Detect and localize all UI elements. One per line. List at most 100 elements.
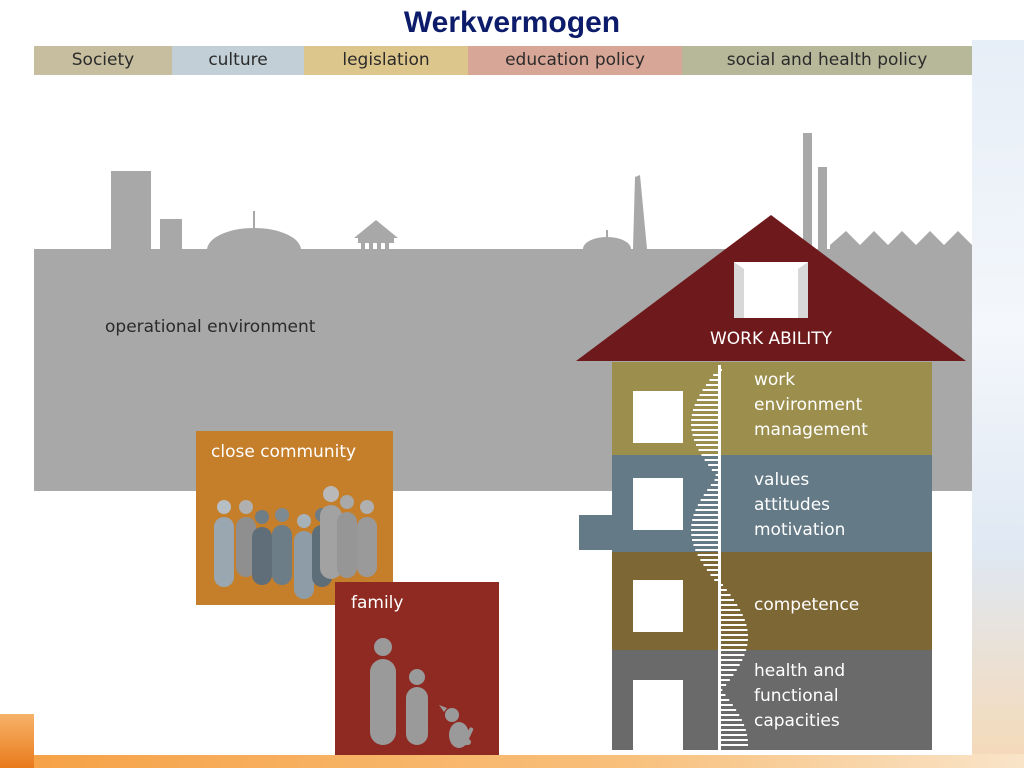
spiral-rung <box>711 469 719 471</box>
spiral-rung <box>691 419 719 421</box>
spiral-rung <box>720 669 737 671</box>
spiral-rung <box>720 719 742 721</box>
category-education-policy: education policy <box>468 46 682 75</box>
spiral-rung <box>710 484 719 486</box>
spiral-rung <box>695 549 719 551</box>
family-box: family <box>335 582 499 755</box>
spiral-rung <box>704 459 719 461</box>
dna-spiral-icon <box>691 365 748 750</box>
dog-icon <box>439 705 474 748</box>
category-bar: Society culture legislation education po… <box>34 46 972 75</box>
spiral-rung <box>700 559 719 561</box>
spiral-rung <box>720 664 740 666</box>
category-legislation: legislation <box>304 46 468 75</box>
background-gradient <box>972 40 1024 768</box>
spiral-rung <box>702 389 719 391</box>
category-society: Society <box>34 46 172 75</box>
floor-label-work-environment: work environment management <box>754 370 868 440</box>
bottom-stripe <box>34 754 1024 768</box>
close-community-label: close community <box>211 442 356 462</box>
window <box>633 478 683 530</box>
spiral-spine <box>718 365 721 750</box>
spiral-rung <box>691 429 719 431</box>
spiral-rung <box>697 554 719 556</box>
spiral-rung <box>720 734 748 736</box>
spiral-rung <box>713 374 719 376</box>
spiral-rung <box>691 534 719 536</box>
spiral-rung <box>697 504 719 506</box>
work-ability-diagram: operational environment close community … <box>34 75 972 755</box>
spiral-rung <box>720 599 735 601</box>
spiral-rung <box>720 709 737 711</box>
spiral-rung <box>703 564 719 566</box>
door <box>633 680 683 750</box>
spiral-rung <box>720 724 745 726</box>
spiral-rung <box>720 739 748 741</box>
spiral-rung <box>720 654 745 656</box>
spiral-rung <box>701 454 719 456</box>
spiral-rung <box>692 434 719 436</box>
category-culture: culture <box>172 46 304 75</box>
spiral-rung <box>693 544 719 546</box>
spiral-rung <box>720 694 726 696</box>
spiral-rung <box>720 699 730 701</box>
spiral-rung <box>692 539 719 541</box>
spiral-rung <box>720 644 748 646</box>
spiral-rung <box>710 574 719 576</box>
spiral-rung <box>720 369 722 371</box>
spiral-rung <box>720 594 731 596</box>
window <box>633 391 683 443</box>
community-people-icon <box>214 486 377 599</box>
spiral-rung <box>720 604 738 606</box>
spiral-rung <box>720 714 740 716</box>
spiral-rung <box>720 659 743 661</box>
operational-environment-label: operational environment <box>105 317 316 337</box>
spiral-rung <box>720 679 730 681</box>
spiral-rung <box>691 524 719 526</box>
spiral-rung <box>720 634 748 636</box>
diagram-canvas: operational environment close community … <box>34 133 972 755</box>
spiral-rung <box>720 684 727 686</box>
page-title: Werkvermogen <box>403 6 621 39</box>
roof-window <box>734 262 808 318</box>
spiral-rung <box>691 424 719 426</box>
spiral-rung <box>692 409 719 411</box>
family-figures-icon <box>370 638 428 745</box>
spiral-rung <box>720 619 745 621</box>
window <box>633 580 683 632</box>
spiral-rung <box>696 444 719 446</box>
spiral-rung <box>720 609 741 611</box>
spiral-rung <box>709 379 719 381</box>
spiral-rung <box>707 489 719 491</box>
spiral-rung <box>691 414 719 416</box>
spiral-rung <box>692 519 719 521</box>
bottom-accent <box>0 714 34 768</box>
spiral-rung <box>699 394 719 396</box>
spiral-rung <box>720 589 727 591</box>
spiral-rung <box>720 649 747 651</box>
spiral-rung <box>694 439 719 441</box>
spiral-rung <box>720 689 723 691</box>
spiral-rung <box>700 499 719 501</box>
spiral-rung <box>720 629 748 631</box>
spiral-rung <box>706 569 719 571</box>
work-ability-label: WORK ABILITY <box>710 329 833 349</box>
floor-label-competence: competence <box>754 595 859 615</box>
floor-label-values: values attitudes motivation <box>754 470 845 540</box>
work-ability-house: WORK ABILITY work environment management… <box>576 215 966 750</box>
spiral-rung <box>708 464 719 466</box>
spiral-rung <box>714 579 719 581</box>
spiral-rung <box>714 479 719 481</box>
spiral-rung <box>720 639 748 641</box>
spiral-rung <box>720 674 734 676</box>
spiral-rung <box>720 624 747 626</box>
category-social-health-policy: social and health policy <box>682 46 972 75</box>
family-label: family <box>351 593 403 613</box>
spiral-rung <box>695 509 719 511</box>
floor-label-health: health and functional capacities <box>754 661 851 731</box>
close-community-box: close community <box>196 431 393 605</box>
spiral-rung <box>693 514 719 516</box>
spiral-rung <box>705 384 719 386</box>
spiral-rung <box>720 744 748 746</box>
spiral-rung <box>698 449 719 451</box>
